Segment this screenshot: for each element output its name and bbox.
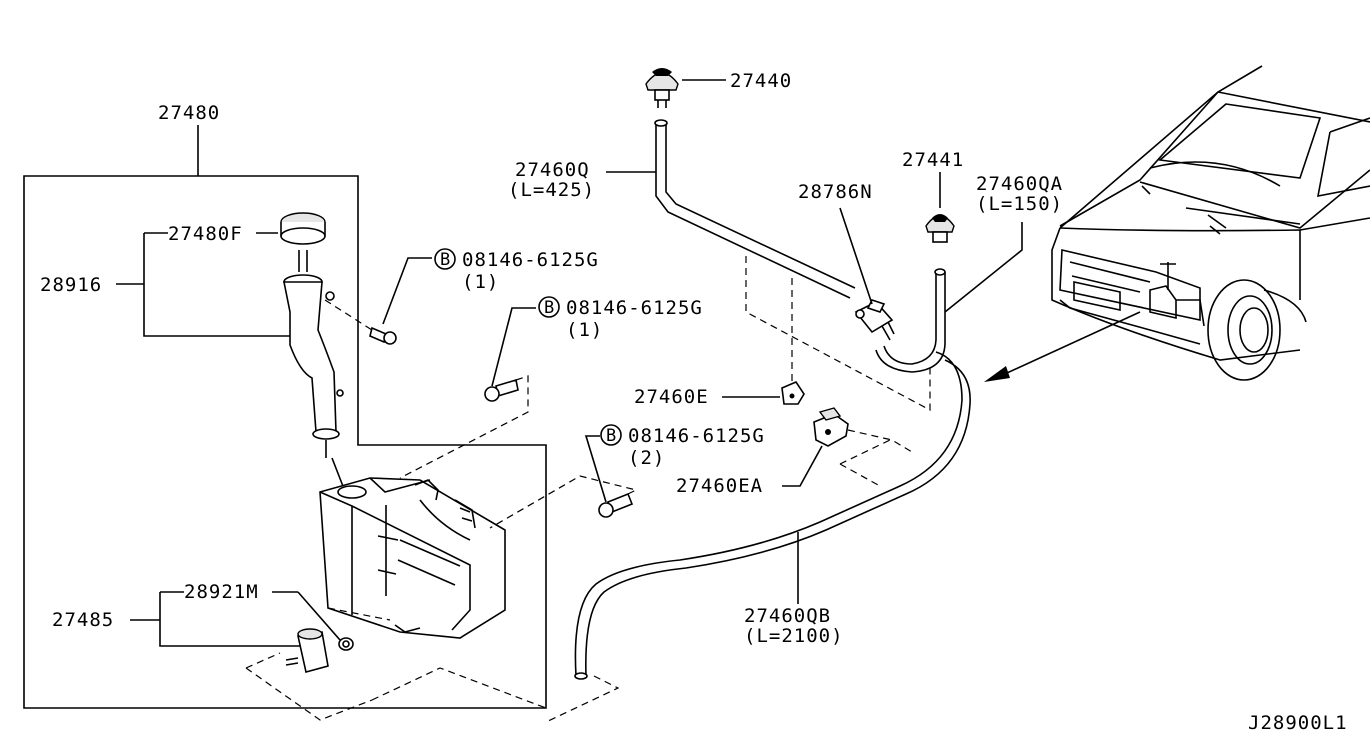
label-bolt-2-no[interactable]: 08146-6125G xyxy=(566,297,703,319)
bracket-28916 xyxy=(143,233,290,337)
label-27480[interactable]: 27480 xyxy=(158,102,220,124)
label-27460Q[interactable]: 27460Q xyxy=(515,159,590,181)
vehicle-sketch xyxy=(1051,65,1370,381)
bracket-27485 xyxy=(159,592,300,647)
label-27460QB[interactable]: 27460QB xyxy=(744,605,831,627)
label-27485[interactable]: 27485 xyxy=(52,609,114,631)
label-bolt-1-qty[interactable]: (1) xyxy=(462,271,499,293)
washer-nozzle-27440 xyxy=(645,68,679,108)
assembly-frame xyxy=(23,175,547,709)
bolt-2-dash xyxy=(399,375,529,479)
location-arrow xyxy=(984,311,1141,382)
hose-27460QA xyxy=(875,272,946,373)
leader-27460EA xyxy=(782,445,823,487)
label-27460Q-len[interactable]: (L=425) xyxy=(508,179,595,201)
label-27460E[interactable]: 27460E xyxy=(634,386,709,408)
hose-27460Q xyxy=(655,124,856,299)
washer-tank xyxy=(319,477,506,639)
leader-27460QA xyxy=(944,222,1023,313)
bolt-1 xyxy=(369,326,397,345)
hose-27460Q-end xyxy=(654,119,668,127)
clip-27460EA xyxy=(813,407,849,447)
bolt-3-marker-letter: B xyxy=(606,426,617,446)
clip-27460E xyxy=(781,381,805,405)
label-28921M[interactable]: 28921M xyxy=(184,581,259,603)
bolt-1-marker-letter: B xyxy=(440,250,451,270)
bolt-2 xyxy=(484,378,519,402)
bolt-1-dash xyxy=(324,299,373,331)
bolt-2-marker xyxy=(538,296,560,318)
hose-27460QB-end xyxy=(574,672,588,680)
leader-bolt-3 xyxy=(584,435,607,503)
bolt-3-dash xyxy=(489,475,638,529)
clip-dash-27460E xyxy=(745,256,931,411)
label-28786N[interactable]: 28786N xyxy=(798,181,873,203)
hose-27460QB xyxy=(574,351,971,677)
filler-neck xyxy=(283,250,347,495)
label-27480F[interactable]: 27480F xyxy=(168,223,243,245)
label-bolt-3-no[interactable]: 08146-6125G xyxy=(628,425,765,447)
leader-28921M-c xyxy=(297,591,341,641)
label-bolt-3-qty[interactable]: (2) xyxy=(628,447,665,469)
label-28916[interactable]: 28916 xyxy=(40,274,102,296)
label-bolt-1-no[interactable]: 08146-6125G xyxy=(462,249,599,271)
washer-nozzle-27441 xyxy=(925,214,955,243)
washer-pump xyxy=(285,628,329,673)
bolt-3-marker xyxy=(600,424,622,446)
check-valve-28786N xyxy=(854,299,895,341)
hose-27460QB-dash xyxy=(545,675,620,723)
label-27460QA[interactable]: 27460QA xyxy=(976,173,1063,195)
bolt-1-marker xyxy=(434,248,456,270)
diagram-code: J28900L1 xyxy=(1248,712,1348,734)
clip-27460EA-dash xyxy=(839,429,913,487)
pump-grommet xyxy=(338,637,354,651)
label-27460QA-len[interactable]: (L=150) xyxy=(976,193,1063,215)
label-27460QB-len[interactable]: (L=2100) xyxy=(744,625,844,647)
leader-bolt-2 xyxy=(491,307,536,387)
neck-clip xyxy=(325,291,344,397)
pump-dash-box xyxy=(245,607,547,721)
bolt-2-marker-letter: B xyxy=(544,298,555,318)
leader-bolt-1 xyxy=(382,257,432,325)
hose-27460QA-end xyxy=(934,268,946,276)
label-27441[interactable]: 27441 xyxy=(902,149,964,171)
filler-cap xyxy=(280,212,326,245)
label-27460EA[interactable]: 27460EA xyxy=(676,475,763,497)
leader-28786N xyxy=(839,207,873,305)
bolt-3 xyxy=(598,492,634,518)
label-bolt-2-qty[interactable]: (1) xyxy=(566,319,603,341)
label-27440[interactable]: 27440 xyxy=(730,70,792,92)
